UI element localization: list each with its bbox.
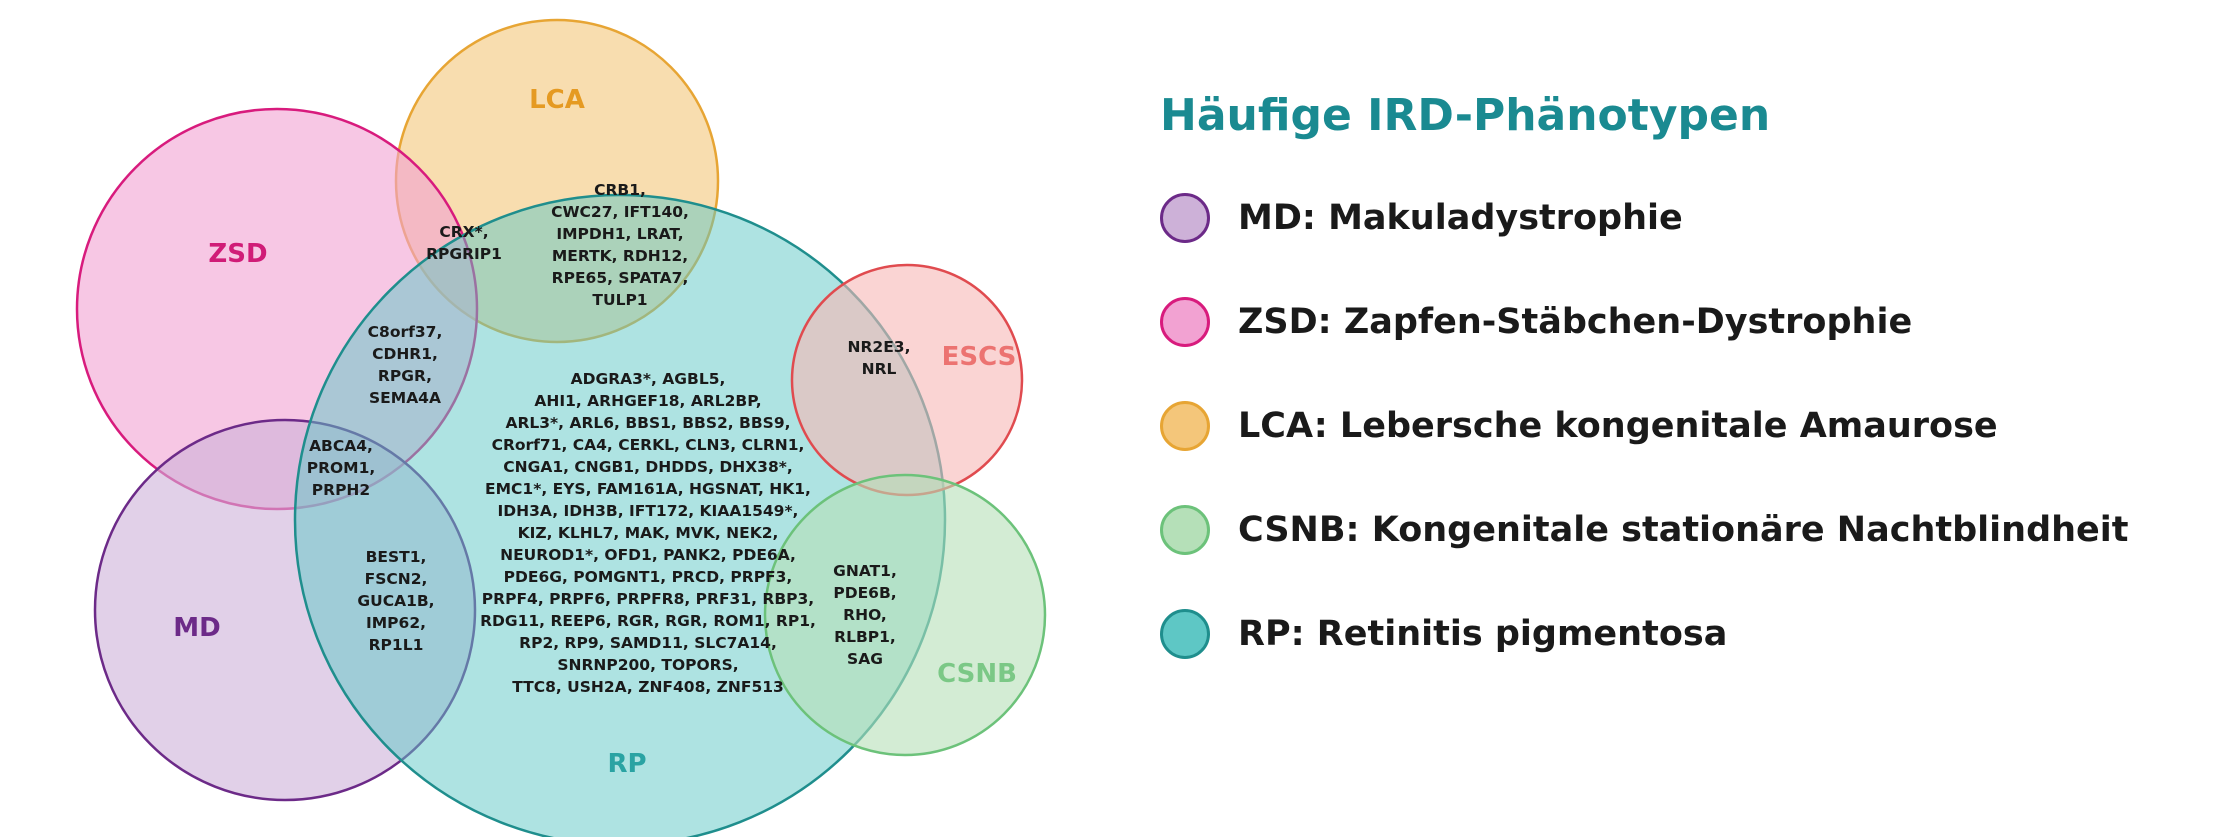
set-label-zsd: ZSD [208,239,267,269]
genes-md-rp: BEST1, FSCN2, GUCA1B, IMP62, RP1L1 [357,548,434,654]
circle-escs [790,263,1024,497]
legend-swatch [1160,297,1210,347]
gene-line: TULP1 [592,291,647,309]
legend-label: ZSD: Zapfen-Stäbchen-Dystrophie [1238,302,1913,342]
gene-line: C8orf37, [368,323,443,341]
legend-swatch [1160,505,1210,555]
venn-circles [75,18,1047,837]
gene-line: GUCA1B, [357,592,434,610]
legend-label: CSNB: Kongenitale stationäre Nachtblindh… [1238,510,2129,550]
legend-swatch [1160,193,1210,243]
gene-line: RPGR, [378,367,432,385]
gene-line: CNGA1, CNGB1, DHDDS, DHX38*, [503,458,792,476]
gene-line: RPE65, SPATA7, [552,269,689,287]
gene-line: IMP62, [366,614,426,632]
gene-line: ABCA4, [309,437,373,455]
gene-line: CRX*, [439,223,488,241]
gene-line: SAG [847,650,883,668]
gene-line: ADGRA3*, AGBL5, [571,370,726,388]
legend-title: Häufige IRD-Phänotypen [1160,90,1771,141]
gene-line: FSCN2, [365,570,428,588]
legend-item-csnb: CSNB: Kongenitale stationäre Nachtblindh… [1160,501,2200,559]
legend-label: MD: Makuladystrophie [1238,198,1683,238]
gene-line: IDH3A, IDH3B, IFT172, KIAA1549*, [498,502,799,520]
venn-diagram: LCA ZSD MD ESCS CSNB RP CRB1, CWC27, IFT1… [75,18,1047,837]
gene-line: RDG11, REEP6, RGR, RGR, ROM1, RP1, [480,612,816,630]
gene-line: CDHR1, [372,345,438,363]
legend: Häufige IRD-Phänotypen MD: Makuladystrop… [1160,90,2200,709]
set-labels: LCA ZSD MD ESCS CSNB RP [173,85,1017,779]
legend-item-lca: LCA: Lebersche kongenitale Amaurose [1160,397,2200,455]
set-label-csnb: CSNB [937,659,1017,689]
gene-line: PRPF4, PRPF6, PRPFR8, PRF31, RBP3, [482,590,814,608]
genes-lca-zsd-rp: CRX*, RPGRIP1 [426,223,502,263]
gene-line: RLBP1, [834,628,896,646]
gene-line: RHO, [843,606,887,624]
legend-swatch [1160,609,1210,659]
circle-csnb [763,473,1047,757]
gene-line: GNAT1, [833,562,897,580]
legend-item-rp: RP: Retinitis pigmentosa [1160,605,2200,663]
genes-csnb-rp: GNAT1, PDE6B, RHO, RLBP1, SAG [833,562,897,668]
genes-lca-rp: CRB1, CWC27, IFT140, IMPDH1, LRAT, MERTK, R… [551,181,689,309]
gene-line: EMC1*, EYS, FAM161A, HGSNAT, HK1, [485,480,811,498]
gene-line: PRPH2 [312,481,370,499]
gene-line: NR2E3, [848,338,911,356]
gene-line: RP2, RP9, SAMD11, SLC7A14, [519,634,777,652]
gene-line: PROM1, [307,459,376,477]
genes-zsd-md-rp: ABCA4, PROM1, PRPH2 [307,437,376,499]
set-label-lca: LCA [529,85,585,115]
gene-line: IMPDH1, LRAT, [556,225,683,243]
gene-line: NRL [862,360,897,378]
gene-line: BEST1, [366,548,427,566]
set-label-md: MD [173,613,220,643]
legend-label: LCA: Lebersche kongenitale Amaurose [1238,406,1998,446]
gene-line: KIZ, KLHL7, MAK, MVK, NEK2, [518,524,779,542]
legend-swatch [1160,401,1210,451]
legend-item-zsd: ZSD: Zapfen-Stäbchen-Dystrophie [1160,293,2200,351]
legend-item-md: MD: Makuladystrophie [1160,189,2200,247]
gene-labels: CRB1, CWC27, IFT140, IMPDH1, LRAT, MERTK, R… [307,181,911,696]
legend-label: RP: Retinitis pigmentosa [1238,614,1728,654]
genes-rp: ADGRA3*, AGBL5, AHI1, ARHGEF18, ARL2BP, AR… [480,370,816,696]
genes-zsd-rp: C8orf37, CDHR1, RPGR, SEMA4A [368,323,443,407]
gene-line: CRorf71, CA4, CERKL, CLN3, CLRN1, [492,436,805,454]
gene-line: CWC27, IFT140, [551,203,689,221]
gene-line: NEUROD1*, OFD1, PANK2, PDE6A, [500,546,796,564]
gene-line: SEMA4A [369,389,441,407]
gene-line: RPGRIP1 [426,245,502,263]
gene-line: PDE6G, POMGNT1, PRCD, PRPF3, [504,568,793,586]
gene-line: TTC8, USH2A, ZNF408, ZNF513 [512,678,784,696]
gene-line: MERTK, RDH12, [552,247,688,265]
set-label-escs: ESCS [942,342,1017,372]
gene-line: CRB1, [594,181,646,199]
gene-line: AHI1, ARHGEF18, ARL2BP, [534,392,761,410]
gene-line: ARL3*, ARL6, BBS1, BBS2, BBS9, [505,414,790,432]
gene-line: PDE6B, [833,584,896,602]
set-label-rp: RP [607,749,646,779]
gene-line: SNRNP200, TOPORS, [557,656,738,674]
gene-line: RP1L1 [369,636,424,654]
genes-escs-rp: NR2E3, NRL [848,338,911,378]
